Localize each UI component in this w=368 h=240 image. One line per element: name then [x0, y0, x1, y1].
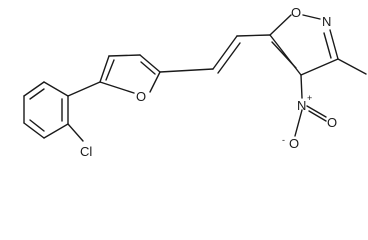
bond-furan-c4-c3	[108, 54, 141, 57]
bond-furan-c5-c4	[99, 55, 110, 83]
bond-nitro-n-o-top-double	[308, 110, 327, 122]
bond-furan-o-c5	[99, 81, 135, 94]
chlorine-label: Cl	[80, 144, 92, 159]
bond-isox-c4-c5	[269, 34, 302, 76]
bond-isox-c3-c4	[300, 58, 339, 76]
bond-phenyl-c6-c1	[43, 81, 69, 97]
nitro-nitrogen-charge: +	[307, 93, 312, 103]
bond-furan-vinyl	[159, 68, 214, 73]
bond-phenyl-inner-b	[29, 119, 45, 132]
bond-isox-n-c3-double	[323, 32, 332, 59]
isoxazole-oxygen-label: O	[291, 5, 301, 20]
structural-formula: O O N N + O O - Cl	[23, 5, 367, 159]
furan-oxygen-label: O	[136, 89, 146, 104]
bond-furan-inner-b	[140, 61, 156, 75]
bond-c4-nitro-n	[300, 74, 303, 99]
atom-labels: O O N N + O O - Cl	[80, 5, 337, 159]
bond-nitro-n-o-bottom	[294, 109, 303, 137]
bond-furan-inner-a	[105, 59, 115, 81]
nitro-oxygen-top-label: O	[327, 115, 337, 130]
bond-phenyl-c1-c2	[23, 81, 45, 97]
nitro-nitrogen-label: N	[297, 98, 306, 113]
bond-isox-c5-o	[269, 14, 292, 36]
bond-isox-n-c3	[329, 29, 339, 60]
nitro-oxygen-bottom-charge: -	[282, 135, 285, 145]
bond-vinyl-isoxazole	[236, 34, 271, 37]
bond-nitro-n-o-top	[306, 105, 327, 118]
bonds	[23, 14, 367, 142]
bond-vinyl-double-b	[217, 42, 241, 74]
bond-isox-o-n	[302, 14, 321, 20]
bond-phenyl-furan	[67, 81, 101, 97]
bond-isox-c4-c5-double	[271, 41, 297, 69]
bond-phenyl-cl	[67, 123, 84, 142]
bond-vinyl-double-a	[212, 35, 238, 70]
isoxazole-nitrogen-label: N	[322, 14, 331, 29]
bond-phenyl-c3-c4	[23, 122, 45, 139]
nitro-oxygen-bottom-label: O	[289, 136, 299, 151]
bond-furan-c2-o	[149, 71, 161, 93]
bond-furan-c3-c2	[139, 54, 161, 73]
bond-phenyl-inner-a	[29, 88, 45, 100]
bond-methyl	[337, 58, 367, 75]
bond-phenyl-c4-c5	[43, 123, 69, 139]
